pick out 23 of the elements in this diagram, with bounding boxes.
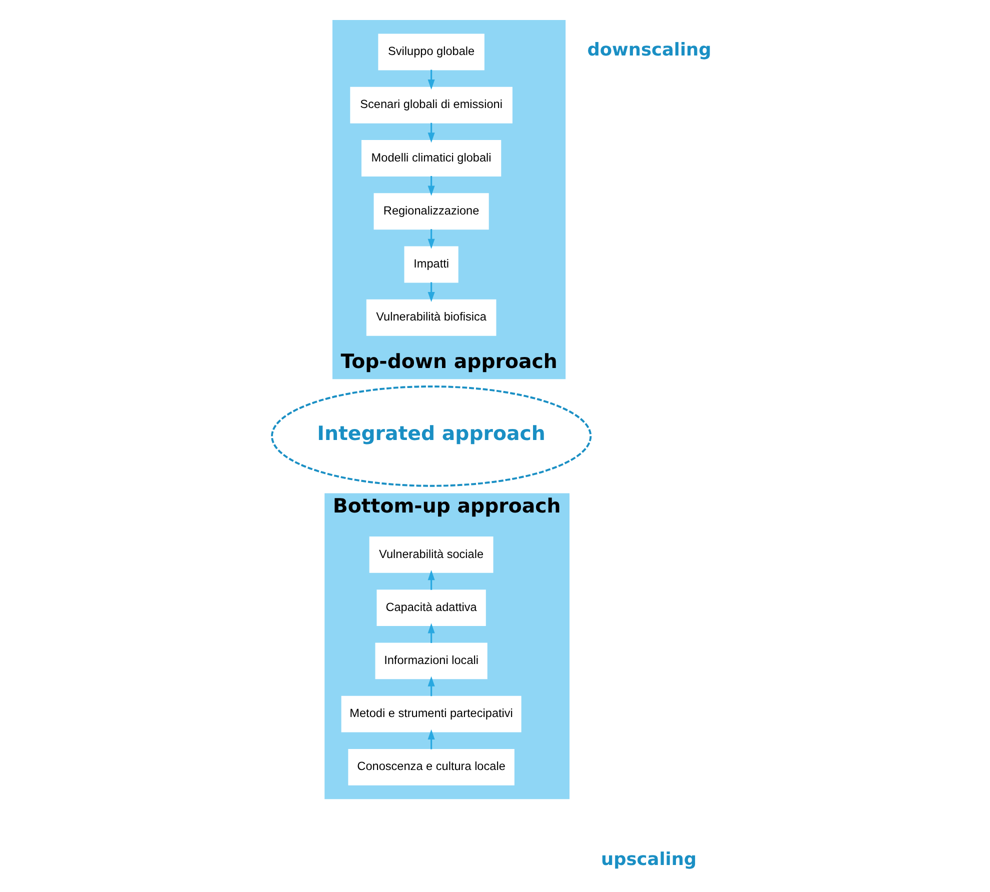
label: downscaling [587, 40, 712, 60]
arrow [428, 122, 435, 143]
node-box: Sviluppo globale [378, 34, 484, 70]
node-box: Informazioni locali [375, 642, 488, 680]
node-box: Vulnerabilità sociale [369, 536, 494, 573]
node-box: Impatti [404, 246, 458, 283]
node-box: Modelli climatici globali [361, 140, 502, 176]
node-box: Metodi e strumenti partecipativi [341, 696, 522, 732]
node-box: Vulnerabilità biofisica [366, 299, 496, 336]
node-box: Capacità adattiva [376, 590, 486, 626]
arrow [428, 229, 435, 249]
arrow [428, 729, 435, 750]
arrow [428, 70, 435, 90]
arrow [428, 623, 435, 643]
arrow [428, 570, 435, 590]
label: upscaling [601, 850, 697, 870]
node-box: Regionalizzazione [374, 193, 489, 230]
node-box: Conoscenza e cultura locale [348, 749, 514, 786]
arrow [428, 176, 435, 196]
node-ellipse: Integrated approach [270, 386, 592, 487]
arrow [428, 676, 435, 696]
arrow [428, 282, 435, 302]
node-box: Scenari globali di emissioni [350, 86, 512, 124]
